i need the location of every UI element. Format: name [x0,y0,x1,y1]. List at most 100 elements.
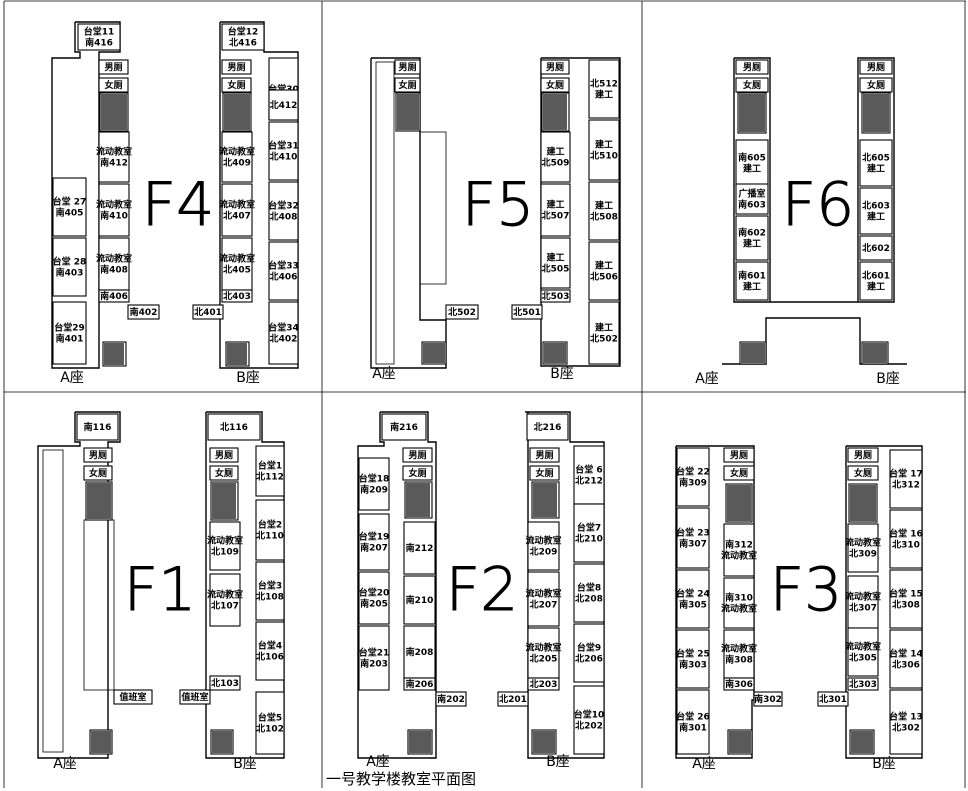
room-label: 建工 [867,211,885,223]
wing-label-a: A座 [53,756,77,772]
room-outline [358,625,390,691]
room-label: 北510 [590,150,618,162]
room-outline [723,447,755,463]
room-outline [526,413,569,441]
room-outline [209,447,239,463]
room-outline [497,691,529,707]
room-outline [676,629,710,689]
room-outline [588,241,620,301]
room: 女厕 [723,465,755,481]
room: 北403 [221,289,253,303]
room-label: 南303 [679,659,707,671]
room-label: 建工 [546,146,564,158]
stairwell [861,341,889,365]
room-label: 南416 [85,37,113,49]
room-outline [381,413,427,441]
room-outline [889,509,923,569]
room-label: 南402 [130,306,158,318]
room-outline [527,677,560,691]
room-label: 建工 [743,238,761,250]
room-label: 南202 [437,693,465,705]
room-label: 流动教室 [219,253,255,265]
stairwell [542,341,568,365]
room-outline [52,177,87,237]
room-label: 台堂8 [577,582,601,594]
room-label: 流动教室 [845,537,881,549]
wing-a-outline [370,57,447,369]
room: 值班室 [179,689,211,705]
stairwell [395,92,421,132]
room: 南212 [403,521,436,575]
wing-label-a: A座 [60,370,84,386]
room-label: 北306 [892,659,920,671]
room-label: 流动教室 [721,603,757,615]
stairwell [102,341,127,367]
room: 北602 [859,235,893,261]
room-outline [255,691,285,755]
room-label: 南116 [84,421,112,433]
wing-label-b: B座 [876,371,900,387]
room-outline [735,77,769,93]
room-label: 北309 [849,548,877,560]
room: 南116 [76,413,119,441]
room-label: 台堂5 [258,712,282,724]
room-label: 台堂 23 [676,527,710,539]
room-outline [527,521,560,571]
room-label: 北209 [530,546,558,558]
room-label: 南601 [738,270,766,282]
room: 男厕 [394,59,421,75]
room-outline [207,413,261,441]
room-label: 南212 [406,542,434,554]
room: 值班室 [113,689,153,705]
floor-label-f2: F2 [446,555,519,625]
room: 女厕 [394,77,421,93]
room-label: 南412 [100,157,128,169]
room-label: 北512 [590,78,618,90]
room-label: 女厕 [408,467,426,479]
room-label: 南605 [738,152,766,164]
room: 女厕 [209,465,239,481]
room-label: 北503 [542,290,570,302]
room-outline [98,237,130,291]
room-label: 北301 [819,693,847,705]
stairwell [222,92,252,132]
room-label: 建工 [595,260,613,272]
room-label: 台堂3 [258,580,282,592]
room-outline [723,677,755,691]
room-outline [676,569,710,629]
wing-label-b: B座 [233,756,257,772]
room-label: 台堂34 [268,322,299,334]
stairwell [531,729,557,755]
room-label: 南406 [100,290,128,302]
room-label: 流动教室 [219,146,255,158]
room-outline [540,59,570,75]
room-label: 台堂11 [84,26,115,38]
room-label: 北102 [256,723,284,735]
wing-label-a: A座 [692,756,716,772]
room-label: 南205 [360,598,388,610]
room: 男厕 [83,447,113,463]
room-label: 女厕 [730,467,748,479]
room-label: 流动教室 [96,146,132,158]
room: 男厕 [540,59,570,75]
room-outline [573,685,605,755]
room-label: 男厕 [854,450,872,461]
room-outline [209,675,241,691]
room-label: 建工 [743,163,761,175]
stairwell [421,341,447,365]
room-label: 南210 [406,594,434,606]
room-label: 北412 [270,99,298,111]
